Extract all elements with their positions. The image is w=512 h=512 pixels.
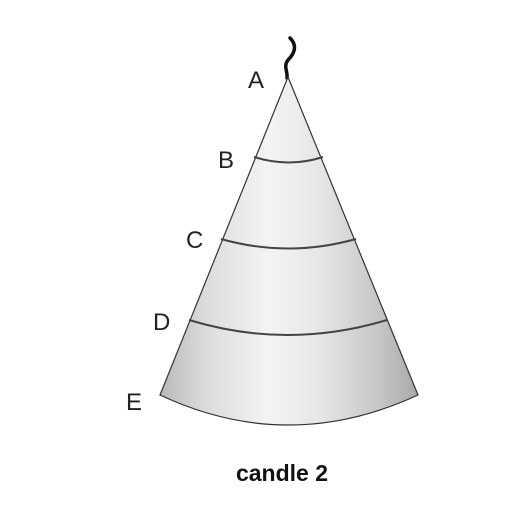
figure-caption: candle 2 bbox=[236, 460, 328, 486]
label-b: B bbox=[218, 147, 234, 174]
candle-cone bbox=[159, 75, 419, 426]
label-c: C bbox=[186, 227, 203, 254]
label-d: D bbox=[153, 309, 170, 336]
band-b bbox=[253, 156, 324, 164]
band-c bbox=[220, 238, 357, 250]
band-d bbox=[188, 319, 388, 336]
label-e: E bbox=[126, 389, 142, 416]
wick-icon bbox=[284, 36, 297, 80]
label-a: A bbox=[248, 67, 264, 94]
